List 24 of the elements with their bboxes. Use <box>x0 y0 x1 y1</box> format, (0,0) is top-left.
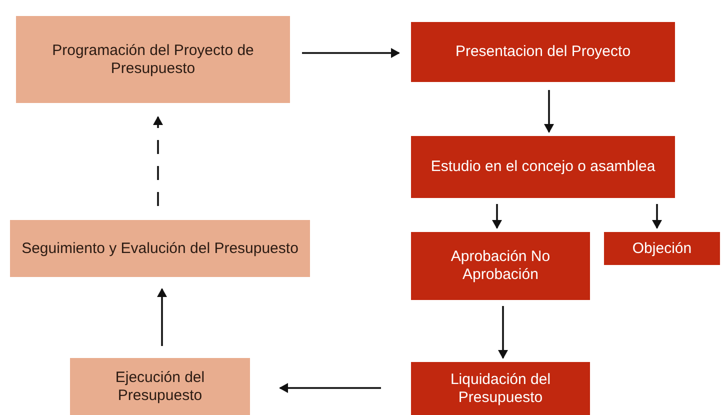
box-label: Estudio en el concejo o asamblea <box>430 158 656 176</box>
box-label: Ejecución del Presupuesto <box>114 368 206 404</box>
box-label: Programación del Proyecto de Presupuesto <box>51 42 255 78</box>
box-label: Seguimiento y Evalución del Presupuesto <box>22 240 298 258</box>
box-label: Aprobación No Aprobación <box>450 248 552 284</box>
box-label: Presentacion del Proyecto <box>455 43 631 61</box>
process-box <box>70 358 250 415</box>
process-box <box>411 232 590 300</box>
box-label: Liquidación del Presupuesto <box>449 370 552 406</box>
arrow <box>498 306 508 359</box>
process-box <box>411 362 590 415</box>
process-box <box>604 232 720 265</box>
process-box <box>10 220 310 277</box>
process-box <box>411 136 675 198</box>
arrow <box>492 204 502 229</box>
process-box <box>16 16 290 103</box>
process-box <box>411 22 675 82</box>
arrow <box>302 48 400 58</box>
box-label: Objeción <box>632 240 692 258</box>
arrow <box>153 116 163 206</box>
arrow <box>652 204 662 229</box>
arrow <box>544 90 554 133</box>
arrow <box>279 383 381 393</box>
arrow <box>157 288 167 346</box>
